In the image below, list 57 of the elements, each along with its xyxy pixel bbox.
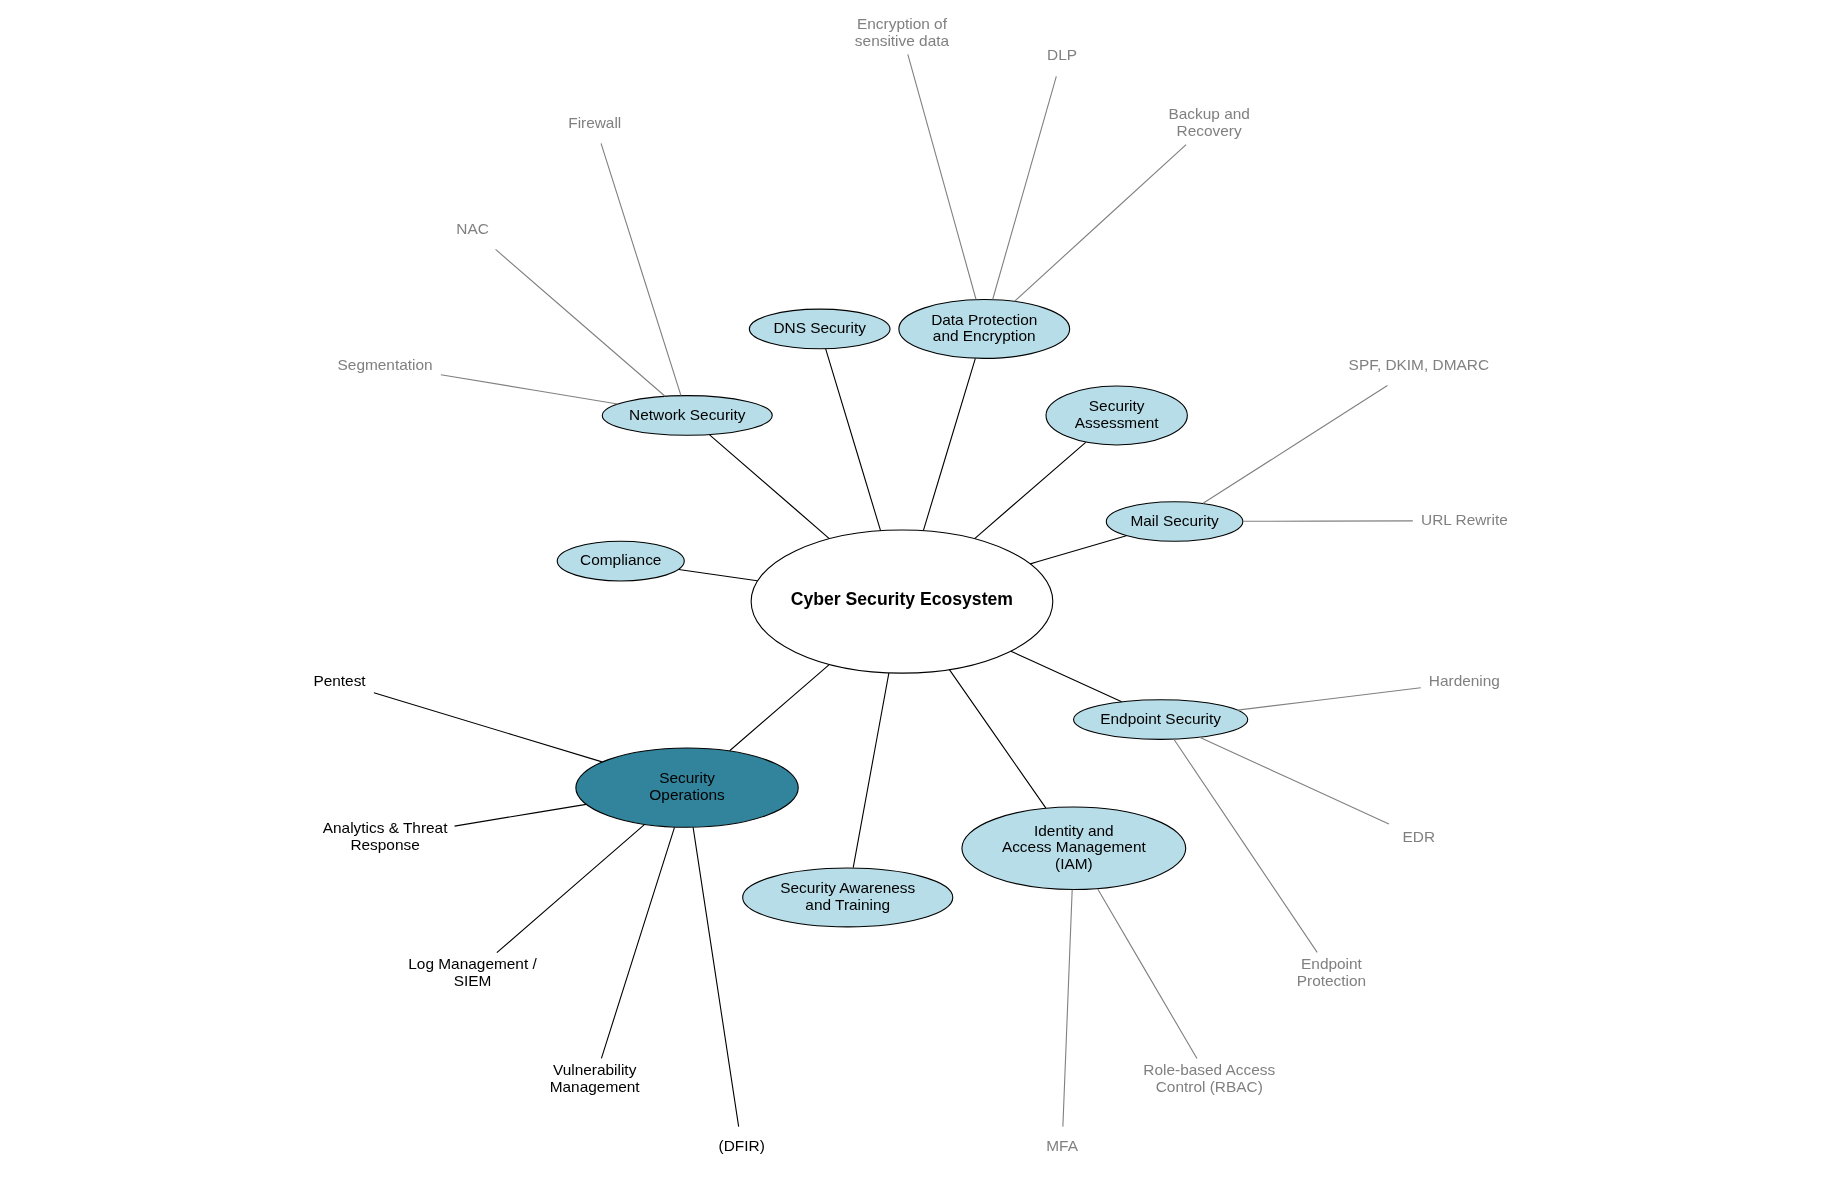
node-text: Vulnerability Management — [549, 1061, 640, 1095]
node-text: Firewall — [568, 113, 622, 131]
connector — [852, 672, 890, 869]
connector — [948, 669, 1047, 809]
connector — [600, 826, 676, 1059]
connector — [974, 441, 1087, 540]
node-text: DLP — [1047, 46, 1078, 64]
node-text: Segmentation — [337, 355, 433, 373]
node-ellipse: Cyber Security Ecosystem — [750, 529, 1054, 674]
connector — [678, 568, 758, 582]
connector — [907, 53, 977, 300]
node-ellipse: Security Awareness and Training — [742, 867, 954, 928]
node-text: Role-based Access Control (RBAC) — [1143, 1061, 1276, 1095]
connector — [496, 823, 646, 954]
node-ellipse: Security Assessment — [1045, 385, 1188, 446]
node-text: Pentest — [313, 672, 366, 690]
connector — [1242, 520, 1414, 522]
node-text: MFA — [1046, 1136, 1078, 1154]
node-text: EDR — [1402, 827, 1436, 845]
connector — [825, 348, 882, 532]
connector — [992, 75, 1057, 300]
node-text: NAC — [456, 219, 489, 237]
connector — [1014, 144, 1187, 302]
node-text: Log Management / SIEM — [408, 955, 537, 989]
connector — [1202, 385, 1388, 504]
node-ellipse: Data Protection and Encryption — [898, 298, 1071, 359]
node-ellipse: DNS Security — [748, 308, 891, 350]
connector — [495, 248, 666, 397]
node-ellipse: Endpoint Security — [1073, 699, 1249, 740]
connector — [729, 664, 830, 752]
connector — [709, 434, 830, 540]
connector — [1237, 687, 1422, 711]
connector — [1010, 650, 1123, 703]
node-ellipse: Compliance — [556, 540, 685, 582]
node-text: Backup and Recovery — [1168, 105, 1250, 139]
connector — [600, 142, 682, 396]
connector — [692, 826, 740, 1128]
connector — [1029, 535, 1127, 565]
connector — [1199, 736, 1390, 825]
node-ellipse: Mail Security — [1105, 501, 1244, 542]
connector — [1097, 888, 1198, 1060]
node-text: Encryption of sensitive data — [854, 15, 950, 49]
node-ellipse: Security Operations — [575, 747, 799, 828]
connector — [1173, 738, 1318, 953]
node-text: Endpoint Protection — [1296, 955, 1367, 989]
node-text: (DFIR) — [718, 1136, 765, 1154]
node-text: URL Rewrite — [1421, 510, 1508, 528]
connector — [453, 803, 587, 827]
connector — [373, 692, 603, 763]
connector — [922, 357, 976, 532]
node-ellipse: Network Security — [601, 395, 773, 436]
connector — [1062, 889, 1073, 1128]
node-text: SPF, DKIM, DMARC — [1348, 355, 1490, 373]
node-text: Analytics & Threat Response — [322, 819, 448, 853]
node-text: Hardening — [1428, 672, 1500, 690]
node-ellipse: Identity and Access Management (IAM) — [961, 806, 1187, 891]
connector — [440, 374, 619, 405]
